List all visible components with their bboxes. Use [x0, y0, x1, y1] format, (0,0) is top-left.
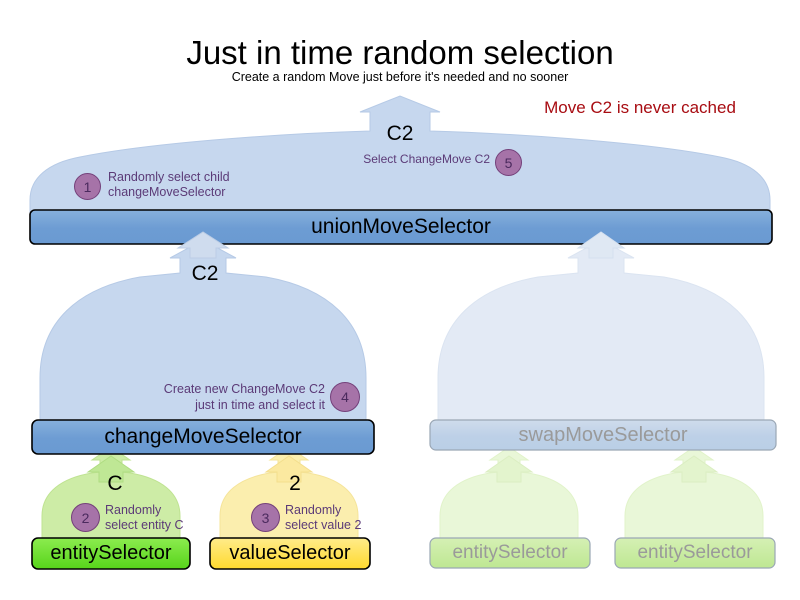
box-change-move-selector[interactable]: [31, 419, 375, 455]
annotation-4-line-2: just in time and select it: [195, 398, 325, 412]
page-title: Just in time random selection: [186, 34, 614, 71]
annotation-badge-4: 4: [330, 382, 360, 412]
label-entity-selector-right-2[interactable]: entitySelector: [637, 542, 753, 563]
arrow-entity-right-2-to-swap: [669, 455, 719, 483]
label-entity-selector-left[interactable]: entitySelector: [50, 542, 172, 564]
dome-entity-right-1: [439, 446, 579, 543]
annotation-text-2: Randomly select entity C: [105, 503, 200, 533]
annotation-badge-3: 3: [251, 503, 280, 532]
annotation-5-line-1: Select ChangeMove C2: [363, 152, 490, 166]
annotation-3-line-2: select value 2: [285, 518, 362, 532]
move-label-entity-c: C: [107, 472, 123, 495]
label-swap-move-selector[interactable]: swapMoveSelector: [518, 423, 688, 446]
annotation-1-line-2: changeMoveSelector: [108, 185, 226, 199]
annotation-2-line-2: select entity C: [105, 518, 184, 532]
label-entity-selector-right-1[interactable]: entitySelector: [452, 542, 568, 563]
box-union-move-selector[interactable]: [29, 209, 773, 245]
move-label-mid-c2: C2: [191, 262, 219, 285]
move-label-top-c2: C2: [386, 122, 414, 145]
arrow-value-to-change: [264, 455, 314, 483]
box-entity-selector-right-2[interactable]: [614, 537, 776, 569]
dome-entity-right-2: [624, 446, 764, 543]
annotation-badge-1: 1: [74, 173, 101, 200]
label-change-move-selector[interactable]: changeMoveSelector: [104, 425, 302, 448]
dome-swap: [437, 239, 765, 426]
label-value-selector-left[interactable]: valueSelector: [229, 542, 351, 564]
move-label-value-2: 2: [289, 472, 301, 495]
box-entity-selector-left[interactable]: [31, 537, 191, 570]
annotation-3-line-1: Randomly: [285, 503, 342, 517]
annotation-text-3: Randomly select value 2: [285, 503, 380, 533]
never-cached-note: Move C2 is never cached: [544, 98, 736, 117]
annotation-badge-5: 5: [495, 149, 522, 176]
arrow-swap-to-union: [576, 231, 626, 259]
label-union-move-selector[interactable]: unionMoveSelector: [311, 215, 491, 238]
dome-change: [39, 239, 367, 426]
page-subtitle: Create a random Move just before it's ne…: [231, 70, 569, 84]
annotation-2-line-1: Randomly: [105, 503, 162, 517]
annotation-text-4: Create new ChangeMove C2 just in time an…: [110, 381, 325, 413]
annotation-badge-2: 2: [71, 503, 100, 532]
arrow-entity-to-change: [86, 455, 136, 483]
box-entity-selector-right-1[interactable]: [429, 537, 591, 569]
arrow-entity-right-1-to-swap: [484, 455, 534, 483]
box-swap-move-selector[interactable]: [429, 419, 777, 451]
annotation-1-line-1: Randomly select child: [108, 170, 230, 184]
dome-union: [29, 95, 771, 216]
annotation-text-5: Select ChangeMove C2: [300, 152, 490, 167]
annotation-text-1: Randomly select child changeMoveSelector: [108, 170, 288, 200]
annotation-4-line-1: Create new ChangeMove C2: [163, 382, 325, 396]
arrow-change-to-union: [176, 231, 230, 259]
box-value-selector-left[interactable]: [209, 537, 371, 570]
